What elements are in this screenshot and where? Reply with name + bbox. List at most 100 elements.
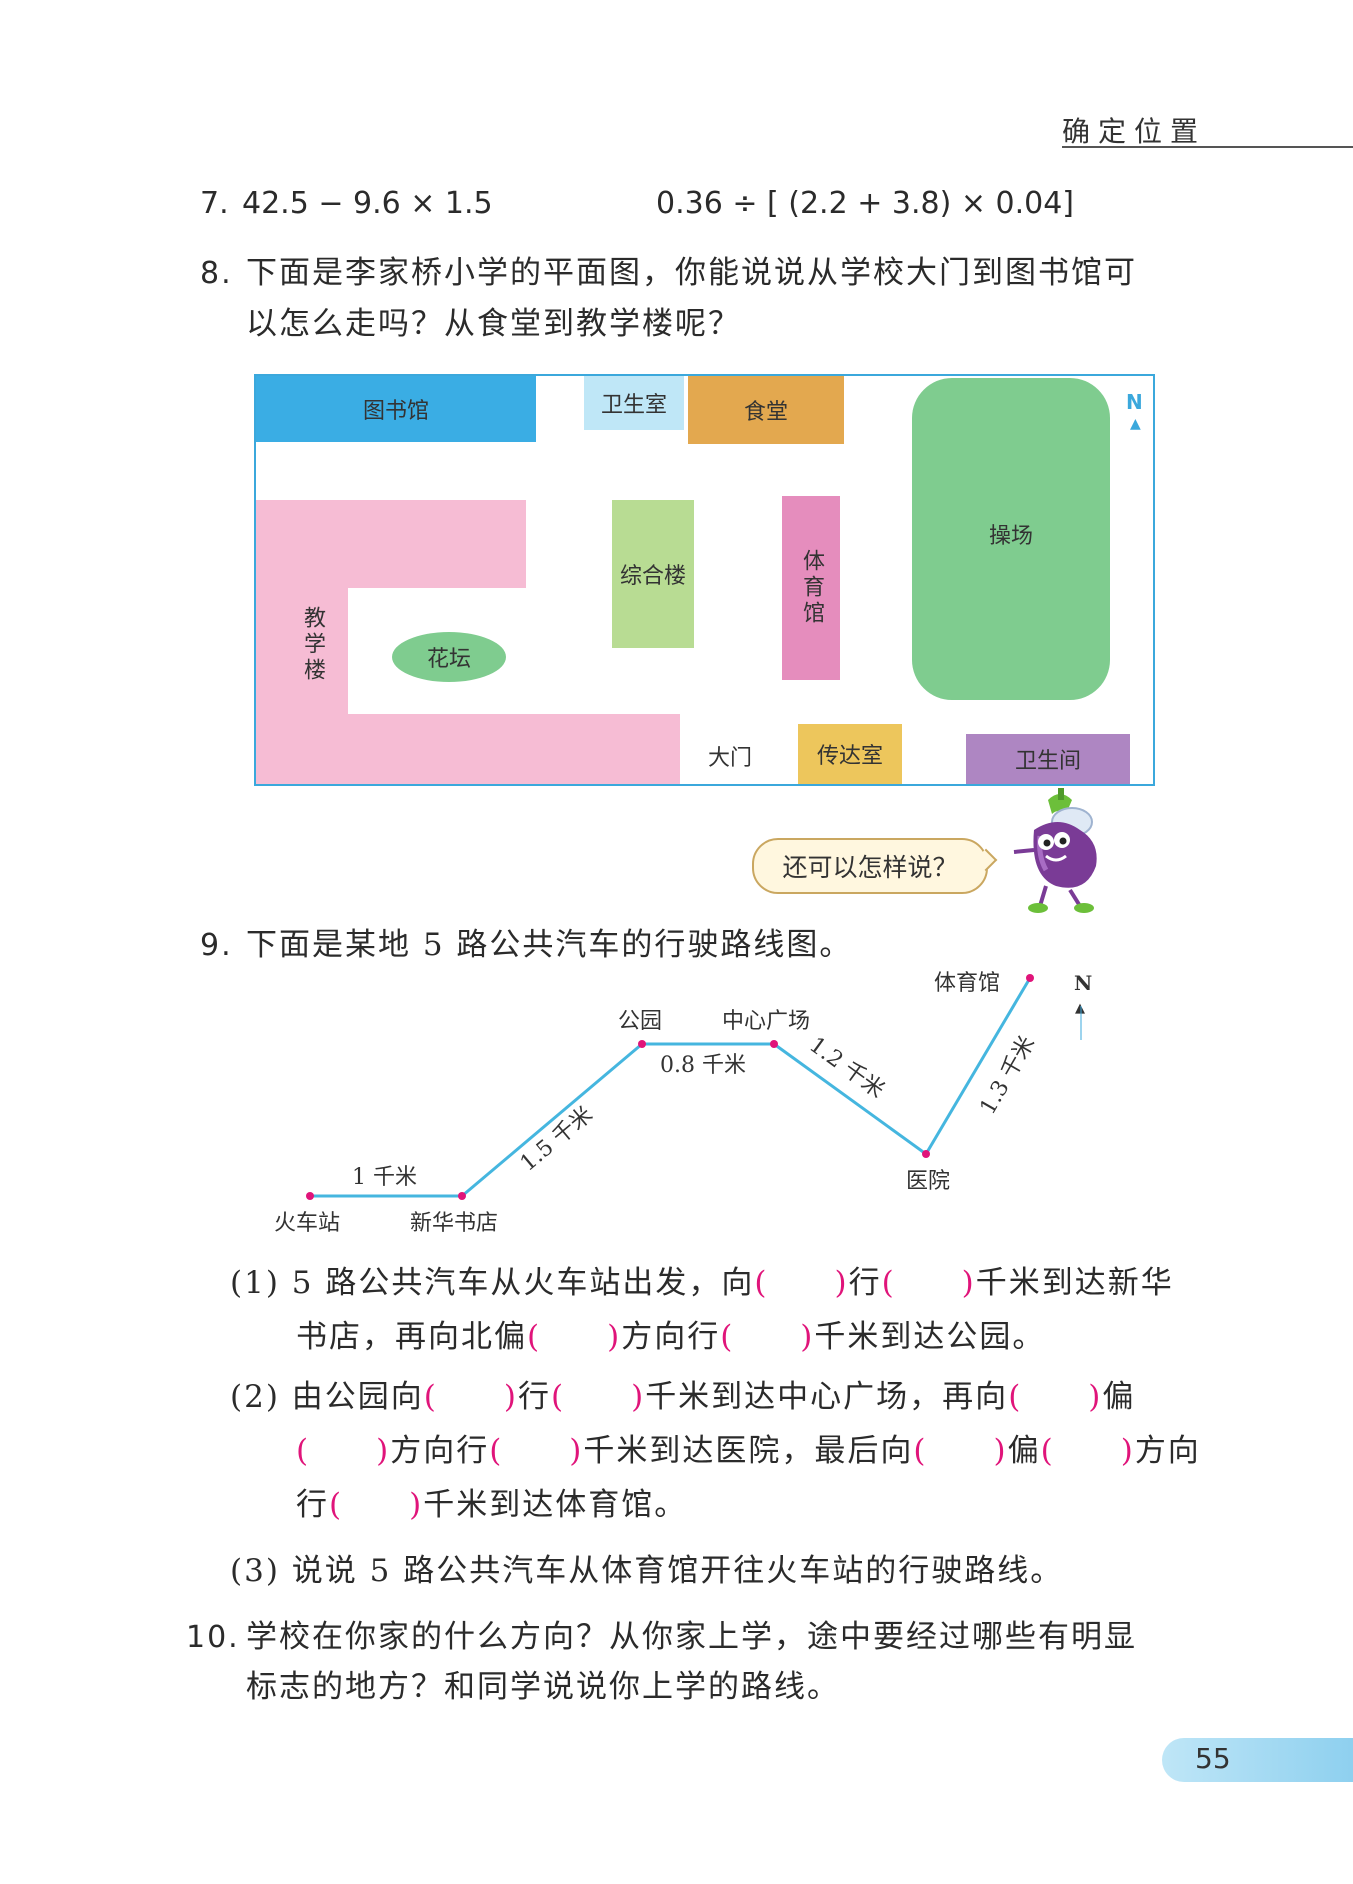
q8-text-line2: 以怎么走吗？从食堂到教学楼呢？	[246, 306, 741, 342]
answer-blank[interactable]: ( )	[1008, 1379, 1103, 1415]
map-gym: 体育馆	[782, 496, 840, 680]
map-complex-label: 综合楼	[619, 564, 686, 589]
label-station: 火车站	[274, 1211, 340, 1236]
q7-expression-2: 0.36 ÷ [ (2.2 + 3.8) × 0.04]	[656, 186, 1074, 221]
map-flowerbed-label: 花坛	[426, 647, 471, 672]
q9-sub3: (3) 说说 5 路公共汽车从体育馆开往火车站的行驶路线。	[230, 1553, 1064, 1589]
route-north-label: N	[1074, 971, 1092, 995]
route-segment-5	[924, 977, 1032, 1155]
bus-route-diagram: 火车站 新华书店 公园 中心广场 医院 体育馆 1 千米 1.5 千米 0.8 …	[274, 971, 1092, 1236]
eggplant-mascot-icon	[1013, 788, 1097, 913]
speech-bubble-text: 还可以怎样说？	[782, 853, 958, 882]
text-run: 千米到达中心广场，再向	[645, 1379, 1009, 1415]
map-gate-label: 大门	[707, 746, 752, 771]
text-run: 1) 5 路公共汽车从火车站出发，向	[244, 1265, 755, 1301]
map-reception-label: 传达室	[816, 744, 883, 769]
text-run: 方向	[1134, 1433, 1201, 1469]
map-restroom: 卫生间	[966, 734, 1130, 784]
map-playground: 操场	[912, 378, 1110, 700]
map-gate: 大门	[700, 738, 760, 774]
text-run: 方向行	[621, 1319, 721, 1355]
map-library-label: 图书馆	[362, 399, 429, 424]
label-park: 公园	[618, 1009, 662, 1034]
map-gym-label: 体育馆	[799, 549, 824, 627]
map-complex-building: 综合楼	[612, 500, 694, 648]
text-run: 书店，再向北偏	[296, 1319, 527, 1355]
route-segment-4	[773, 1042, 927, 1156]
map-flowerbed: 花坛	[392, 632, 506, 682]
text-run: 方向行	[390, 1433, 490, 1469]
answer-blank[interactable]: ( )	[1040, 1433, 1135, 1469]
answer-blank[interactable]: ( )	[913, 1433, 1008, 1469]
speech-bubble: 还可以怎样说？	[752, 838, 988, 894]
q9-sub1-line1: (1) 5 路公共汽车从火车站出发，向( )行( )千米到达新华	[230, 1258, 1174, 1309]
q9-sub2-line2: ( )方向行( )千米到达医院，最后向( )偏( )方向	[296, 1426, 1201, 1477]
label-stadium: 体育馆	[934, 971, 1000, 996]
text-run: 千米到达体育馆。	[423, 1487, 688, 1523]
node-bookstore	[458, 1192, 466, 1200]
q10-text-line1: 学校在你家的什么方向？从你家上学，途中要经过哪些有明显	[246, 1619, 1137, 1655]
section-title: 确定位置	[1062, 115, 1207, 148]
route-segment-2	[461, 1042, 643, 1198]
answer-blank[interactable]: ( )	[296, 1433, 391, 1469]
distance-4: 1.2 千米	[804, 1033, 888, 1104]
map-clinic-label: 卫生室	[600, 393, 667, 418]
map-canteen: 食堂	[688, 376, 844, 444]
answer-blank[interactable]: ( )	[423, 1379, 518, 1415]
q8-text-line1: 下面是李家桥小学的平面图，你能说说从学校大门到图书馆可	[246, 255, 1137, 291]
map-canteen-label: 食堂	[743, 400, 788, 425]
q7-expression-1: 42.5 − 9.6 × 1.5	[242, 186, 493, 221]
page-number-tab	[1162, 1738, 1353, 1782]
map-reception: 传达室	[798, 724, 902, 784]
map-teaching-label: 教学楼	[300, 606, 325, 684]
distance-5: 1.3 千米	[976, 1032, 1041, 1119]
text-run: 行	[848, 1265, 882, 1301]
text-run: (	[230, 1265, 245, 1301]
answer-blank[interactable]: ( )	[550, 1379, 646, 1415]
answer-blank[interactable]: ( )	[329, 1487, 424, 1523]
node-station	[306, 1192, 314, 1200]
distance-3: 0.8 千米	[660, 1053, 746, 1078]
text-run: 偏	[1102, 1379, 1136, 1415]
answer-blank[interactable]: ( )	[720, 1319, 815, 1355]
text-run: (	[230, 1379, 245, 1415]
answer-blank[interactable]: ( )	[489, 1433, 584, 1469]
campus-map: 图书馆 卫生室 食堂 操场 综合楼 体育馆 教学楼 花坛 大门 传达室 卫生间 …	[254, 374, 1155, 786]
q7-number: 7.	[200, 186, 229, 221]
text-run: 2) 由公园向	[244, 1379, 424, 1415]
node-plaza	[770, 1040, 778, 1048]
q10-text-line2: 标志的地方？和同学说说你上学的路线。	[246, 1669, 840, 1705]
q9-sub2-line1: (2) 由公园向( )行( )千米到达中心广场，再向( )偏	[230, 1372, 1135, 1423]
map-teaching-building: 教学楼	[292, 590, 332, 700]
q9-sub1-line2: 书店，再向北偏( )方向行( )千米到达公园。	[296, 1312, 1045, 1363]
map-clinic: 卫生室	[584, 376, 684, 430]
label-bookstore: 新华书店	[410, 1211, 498, 1236]
page-number: 55	[1195, 1742, 1231, 1775]
map-north-label: N	[1126, 390, 1143, 414]
answer-blank[interactable]: ( )	[527, 1319, 622, 1355]
text-run: 偏	[1007, 1433, 1041, 1469]
header-rule	[1062, 146, 1353, 148]
q8-number: 8.	[200, 256, 233, 291]
map-teaching-bottom	[256, 714, 680, 784]
map-restroom-label: 卫生间	[1014, 749, 1081, 774]
text-run: 千米到达公园。	[814, 1319, 1046, 1355]
answer-blank[interactable]: ( )	[881, 1265, 976, 1301]
text-run: 千米到达医院，最后向	[583, 1433, 914, 1469]
q9-number: 9.	[200, 928, 233, 963]
q9-title: 下面是某地 5 路公共汽车的行驶路线图。	[246, 927, 853, 963]
text-run: 行	[517, 1379, 551, 1415]
q9-sub2-line3: 行( )千米到达体育馆。	[296, 1480, 687, 1531]
map-library: 图书馆	[256, 376, 536, 442]
text-run: 行	[296, 1487, 329, 1523]
q10-number: 10.	[186, 1620, 240, 1655]
map-playground-label: 操场	[988, 524, 1033, 549]
route-north-arrow-icon: ▲	[1075, 1001, 1085, 1016]
node-stadium	[1026, 974, 1034, 982]
text-run: 千米到达新华	[975, 1265, 1174, 1301]
node-hospital	[922, 1150, 930, 1158]
answer-blank[interactable]: ( )	[754, 1265, 849, 1301]
label-hospital: 医院	[906, 1169, 950, 1194]
distance-1: 1 千米	[352, 1165, 417, 1190]
label-plaza: 中心广场	[722, 1009, 810, 1034]
